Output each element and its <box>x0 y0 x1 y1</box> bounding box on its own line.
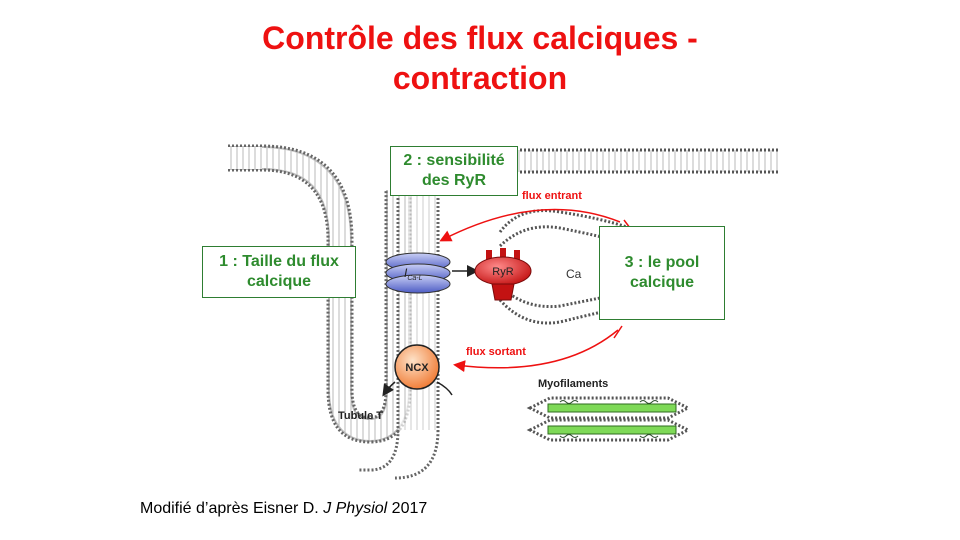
tubule-right-arm <box>358 190 440 480</box>
ryr-receptor: RyR <box>474 248 532 301</box>
box1-line1: 1 : Taille du flux <box>219 253 339 270</box>
tubule-label: Tubule T <box>338 410 384 422</box>
ncx-exchanger: NCX <box>382 344 453 397</box>
ical-label: ICa-L <box>404 266 423 282</box>
citation-year: 2017 <box>387 500 428 517</box>
flux-entrant-label: flux entrant <box>522 190 582 202</box>
citation-prefix: Modifié d’après Eisner D. <box>140 500 324 517</box>
page-title: Contrôle des flux calciques - contractio… <box>0 18 960 98</box>
box3-line2: calcique <box>629 274 695 291</box>
ca-label: Ca <box>566 267 582 281</box>
citation: Modifié d’après Eisner D. J Physiol 2017 <box>140 500 427 518</box>
flux-sortant-label: flux sortant <box>466 346 526 358</box>
l-type-calcium-channel: ICa-L <box>385 252 451 294</box>
citation-journal: J Physiol <box>323 500 388 517</box>
sarcolemma-top <box>512 148 780 174</box>
myofilaments-label: Myofilaments <box>538 378 609 390</box>
myofilaments <box>526 396 692 442</box>
title-line-2: contraction <box>392 60 568 96</box>
ncx-label: NCX <box>405 362 429 374</box>
ryr-label: RyR <box>492 266 513 278</box>
flux-entrant-arrow <box>439 208 621 242</box>
box-taille-flux: 1 : Taille du flux calcique <box>202 246 356 298</box>
box-pool-calcique: 3 : le pool calcique <box>599 226 725 320</box>
box3-line1: 3 : le pool <box>624 254 700 271</box>
title-line-1: Contrôle des flux calciques - <box>262 20 698 56</box>
box1-line2: calcique <box>246 273 312 290</box>
box2-line2: des RyR <box>421 172 487 189</box>
flux-sortant-arrow <box>453 329 619 373</box>
box-sensibilite-ryr: 2 : sensibilité des RyR <box>390 146 518 196</box>
box2-line1: 2 : sensibilité <box>403 152 505 169</box>
sarcolemma-left <box>228 147 262 169</box>
